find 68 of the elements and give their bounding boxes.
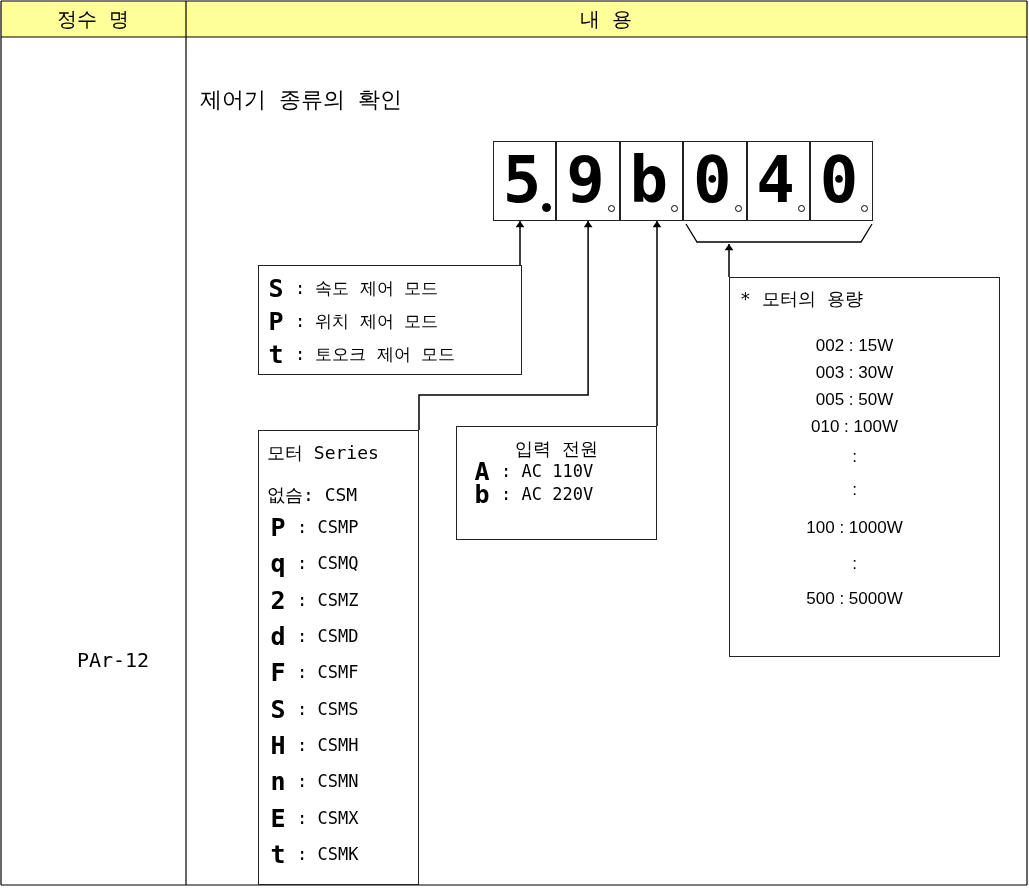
code-description: : CSMK (297, 845, 359, 863)
digit-character: 5 (501, 142, 543, 219)
arrow (515, 220, 525, 266)
display-digit (556, 141, 620, 221)
code-description: : CSMP (297, 518, 359, 536)
code-description: : CSMF (297, 663, 359, 681)
legend-box (258, 265, 522, 375)
code-description: : 토오크 제어 모드 (295, 345, 455, 363)
code-description: : CSMH (297, 736, 359, 754)
segment-code: t (269, 841, 287, 867)
digit-character: 0 (818, 142, 860, 219)
digit-character: b (628, 142, 670, 219)
segment-code: d (269, 623, 287, 649)
arrow (724, 243, 734, 278)
segment-code: P (269, 514, 287, 540)
code-description: : CSMN (297, 772, 359, 790)
segment-code: F (269, 659, 287, 685)
code-description: : CSMZ (297, 591, 359, 609)
box-heading: 입력 전원 (515, 440, 598, 458)
section-title: 제어기 종류의 확인 (200, 86, 403, 114)
segment-code: 2 (269, 587, 287, 613)
code-description: : AC 110V (501, 462, 594, 480)
segment-code: H (269, 732, 287, 758)
capacity-entry: : (852, 447, 857, 465)
arrow (652, 220, 662, 427)
capacity-entry: 500 : 5000W (806, 589, 903, 607)
segment-code: A (473, 458, 491, 484)
segment-code: P (267, 308, 285, 334)
display-digit (746, 141, 810, 221)
display-digit (619, 141, 684, 221)
segment-code: b (473, 481, 491, 507)
column-header: 정수 명 (57, 6, 129, 33)
bracket (684, 222, 874, 245)
code-description: : CSMD (297, 627, 359, 645)
digit-character: 0 (691, 142, 733, 219)
code-description: : CSMX (297, 809, 359, 827)
capacity-entry: 010 : 100W (811, 417, 898, 435)
segment-code: S (269, 696, 287, 722)
arrow (418, 220, 593, 431)
digit-character: 4 (755, 142, 796, 219)
code-entry: 없슴: CSM (267, 486, 358, 504)
code-description: : AC 220V (501, 485, 594, 503)
capacity-entry: 003 : 30W (815, 363, 894, 381)
code-description: : 속도 제어 모드 (295, 279, 438, 297)
display-digit (683, 141, 747, 221)
code-description: : CSMS (297, 700, 359, 718)
capacity-entry: : (852, 554, 857, 572)
legend-box (729, 277, 1000, 657)
box-heading: 모터 Series (267, 444, 379, 462)
digit-character: 9 (565, 142, 606, 219)
code-description: : 위치 제어 모드 (295, 312, 438, 330)
display-digit (493, 141, 557, 221)
column-header: 내 용 (580, 6, 632, 33)
legend-box (258, 430, 419, 885)
segment-code: q (269, 550, 287, 576)
box-heading: * 모터의 용량 (740, 290, 863, 308)
capacity-entry: : (852, 480, 857, 498)
display-digit (810, 141, 874, 221)
code-description: : CSMQ (297, 554, 359, 572)
capacity-entry: 002 : 15W (815, 336, 894, 354)
parameter-name: PAr-12 (76, 648, 150, 672)
segment-code: t (267, 341, 285, 367)
capacity-entry: 005 : 50W (815, 390, 894, 408)
segment-code: S (267, 275, 285, 301)
segment-code: n (269, 768, 287, 794)
capacity-entry: 100 : 1000W (806, 518, 903, 536)
legend-box (456, 426, 657, 540)
segment-code: E (269, 805, 287, 831)
